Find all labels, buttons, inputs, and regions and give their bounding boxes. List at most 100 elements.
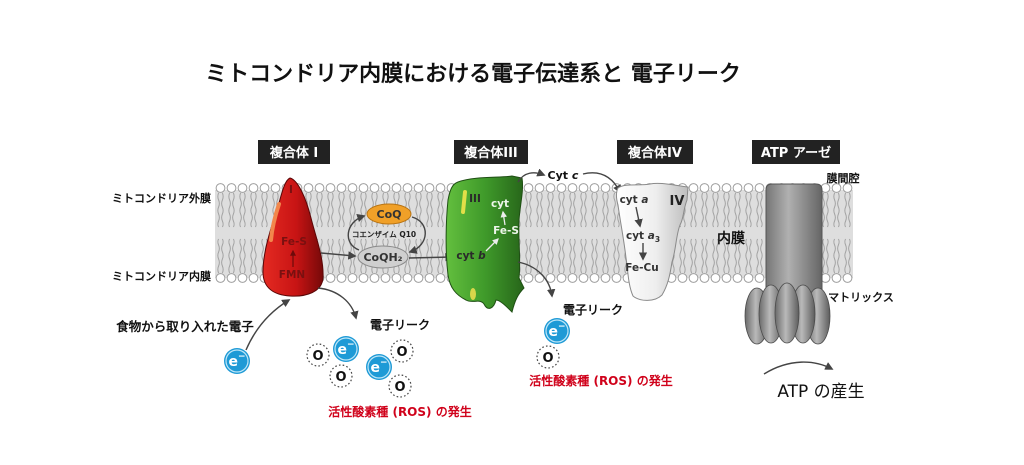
complex4: cyt a IV cyt a3 Fe-Cu xyxy=(616,182,689,301)
electron-circle xyxy=(333,336,359,362)
complex1-fe-s-label: Fe-S xyxy=(281,236,307,248)
oxygen-symbol: O xyxy=(394,380,405,395)
ros-cluster-left: O e− O e− O O xyxy=(306,336,414,398)
complex3-to-cytc-arrow xyxy=(517,168,546,183)
complex3-fe-s-label: Fe-S xyxy=(493,225,519,237)
complex1-leak-label: 電子リーク xyxy=(370,318,430,332)
atp-production-arrow xyxy=(763,361,834,375)
coq-label: CoQ xyxy=(377,208,402,221)
oxygen-particle: O xyxy=(306,343,330,367)
cyt-a-label: cyt a xyxy=(620,194,649,206)
coenzyme-q10-label: コエンザイム Q10 xyxy=(352,230,416,239)
oxygen-ring xyxy=(390,339,414,363)
electron-ring xyxy=(334,337,358,361)
oxygen-particle: O xyxy=(388,374,412,398)
oxygen-ring xyxy=(536,345,560,369)
matrix-label: マトリックス xyxy=(828,291,894,304)
complex1: I Fe-S FMN xyxy=(262,177,324,297)
food-electron-arrow xyxy=(245,299,291,351)
electron-symbol: e− xyxy=(548,322,565,340)
atpase-header: ATP アーゼ xyxy=(752,140,840,164)
oxygen-ring xyxy=(388,374,412,398)
atp-synthase-head-lobe xyxy=(774,282,800,344)
complex3-header-label: 複合体III xyxy=(463,145,518,161)
coqh2-label: CoQH₂ xyxy=(363,251,402,264)
complex3-leak-arrow xyxy=(517,261,556,298)
coenzyme-q: CoQ コエンザイム Q10 CoQH₂ xyxy=(347,203,426,269)
electron-ring xyxy=(225,349,249,373)
complex3: III cyt Fe-S cyt b xyxy=(445,175,525,313)
atpase-header-box xyxy=(752,140,840,164)
cytochrome-c-label: Cyt c xyxy=(548,169,579,182)
cyt-b-label: cyt b xyxy=(456,250,486,262)
coq-oval xyxy=(366,203,412,225)
inner-membrane-label: ミトコンドリア内膜 xyxy=(112,269,211,283)
electron-circle xyxy=(544,318,570,344)
complex4-body xyxy=(616,182,689,301)
complex3-leak-label: 電子リーク xyxy=(563,303,623,317)
coq-cycle-left-arrow xyxy=(347,214,366,251)
electron-circle xyxy=(366,354,392,380)
complex3-cyt-label: cyt xyxy=(491,198,509,210)
atp-production-label: ATP の産生 xyxy=(777,382,864,402)
complex4-header-label: 複合体IV xyxy=(627,145,682,161)
complex3-body xyxy=(445,175,525,313)
oxygen-particle: O xyxy=(329,364,353,388)
oxygen-particle: O xyxy=(390,339,414,363)
electron-symbol: e− xyxy=(228,352,245,370)
diagram-title: ミトコンドリア内膜における電子伝達系と 電子リーク xyxy=(205,61,741,87)
complex1-leak-arrow xyxy=(317,287,359,320)
cyta-to-cyta3-arrow xyxy=(634,206,643,228)
electron-ring xyxy=(545,319,569,343)
oxygen-ring xyxy=(329,364,353,388)
electron-circle xyxy=(224,348,250,374)
leaked-electron: e− xyxy=(544,318,570,344)
complex3-numeral: III xyxy=(469,193,481,205)
oxygen-symbol: O xyxy=(335,370,346,385)
ros-label-right: 活性酸素種 (ROS) の発生 xyxy=(529,373,672,388)
input-electron: e− xyxy=(224,348,250,374)
cyt-a3-label: cyt a3 xyxy=(626,230,660,244)
complex3-highlight-bottom xyxy=(470,288,476,300)
complex1-numeral: I xyxy=(289,184,293,196)
oxygen-symbol: O xyxy=(312,349,323,364)
complex1-to-coqh2-arrow xyxy=(320,251,357,260)
fe-s-to-cyt-arrow xyxy=(500,210,508,226)
atpase-header-label: ATP アーゼ xyxy=(761,145,831,161)
complex1-header: 複合体 I xyxy=(258,140,330,164)
inner-membrane-region-label: 内膜 xyxy=(717,230,745,247)
oxygen-particle: O xyxy=(536,345,560,369)
atp-synthase xyxy=(744,183,831,345)
complex3-highlight-top xyxy=(461,190,467,214)
electron-ring xyxy=(367,355,391,379)
oxygen-symbol: O xyxy=(542,351,553,366)
coqh2-to-cytb-arrow xyxy=(408,252,454,262)
coq-cycle-right-arrow xyxy=(408,216,426,254)
complex4-header-box xyxy=(617,140,693,164)
atp-synthase-membrane-column xyxy=(765,183,823,293)
complex1-highlight xyxy=(269,202,281,242)
oxygen-ring xyxy=(306,343,330,367)
complex1-header-box xyxy=(258,140,330,164)
food-electron-label: 食物から取り入れた電子 xyxy=(115,319,254,334)
leaked-electron: e− xyxy=(366,354,392,380)
electron-symbol: e− xyxy=(370,358,387,376)
intermembrane-space-label: 膜間腔 xyxy=(827,171,860,185)
membrane-upper-leaflet xyxy=(215,182,853,230)
coqh2-oval xyxy=(357,245,409,269)
complex1-fmn-label: FMN xyxy=(279,269,305,281)
outer-membrane-label: ミトコンドリア外膜 xyxy=(112,191,211,205)
cytb-to-fe-s-arrow xyxy=(485,238,499,252)
leaked-electron: e− xyxy=(333,336,359,362)
fe-cu-label: Fe-Cu xyxy=(625,262,658,274)
complex4-numeral: IV xyxy=(670,194,685,209)
complex3-header-box xyxy=(454,140,528,164)
complex3-header: 複合体III xyxy=(454,140,528,164)
oxygen-symbol: O xyxy=(396,345,407,360)
complex4-header: 複合体IV xyxy=(617,140,693,164)
ros-label-left: 活性酸素種 (ROS) の発生 xyxy=(328,404,471,419)
complex1-header-label: 複合体 I xyxy=(269,145,318,161)
electron-symbol: e− xyxy=(337,340,354,358)
ros-cluster-right: e− O xyxy=(536,318,570,369)
